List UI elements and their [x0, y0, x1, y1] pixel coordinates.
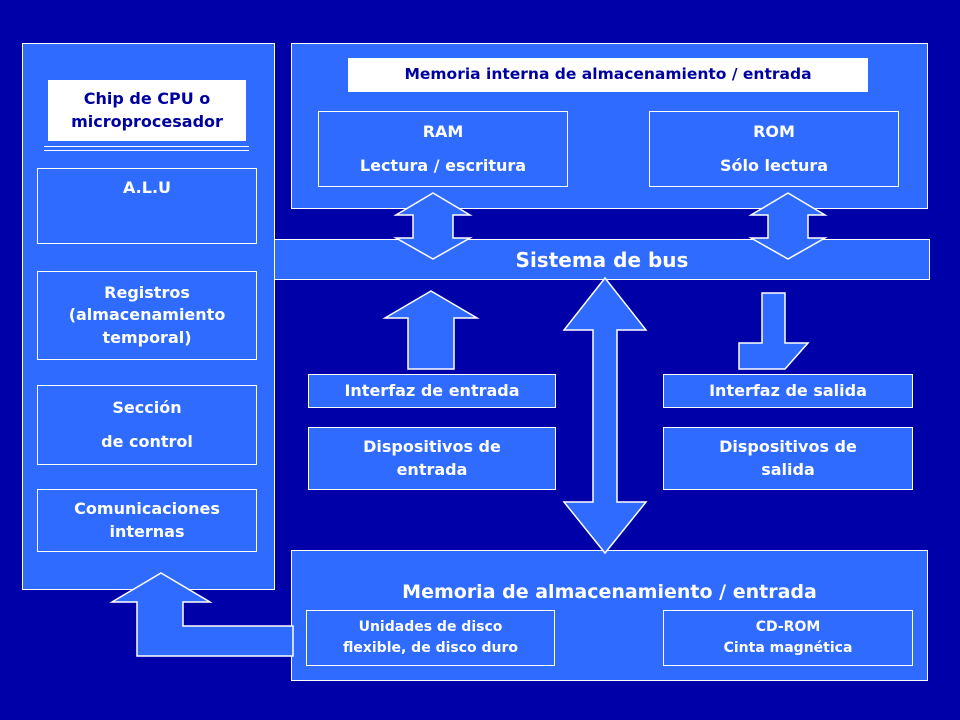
alu-label: A.L.U [122, 178, 172, 197]
cpu-chip-title-line-2: microprocesador [71, 111, 223, 131]
cdrom-line-2: Cinta magnética [723, 640, 853, 656]
bus-system-box: Sistema de bus [274, 239, 930, 280]
input-up-arrow [382, 290, 480, 370]
storage-memory-title: Memoria de almacenamiento / entrada [291, 581, 928, 603]
registers-label-line-3: temporal) [102, 327, 192, 347]
ram-bus-double-arrow [393, 192, 473, 260]
internal-memory-title: Memoria interna de almacenamiento / entr… [348, 58, 868, 92]
ram-label: RAM [422, 122, 464, 142]
input-devices-line-2: entrada [396, 459, 468, 479]
rom-label: ROM [753, 122, 795, 142]
input-devices-box: Dispositivos de entrada [308, 427, 556, 490]
internal-comms-box: Comunicaciones internas [37, 489, 257, 552]
ram-box: RAM Lectura / escritura [318, 111, 568, 187]
storage-cpu-arrow [109, 572, 294, 657]
control-label-line-1: Sección [112, 398, 182, 418]
cpu-title-underline [44, 146, 249, 151]
internal-comms-line-1: Comunicaciones [74, 499, 220, 519]
output-devices-line-1: Dispositivos de [719, 437, 857, 457]
control-section-box: Sección de control [37, 385, 257, 465]
input-interface-box: Interfaz de entrada [308, 374, 556, 408]
internal-comms-line-2: internas [109, 521, 185, 541]
rom-sub-label: Sólo lectura [719, 156, 829, 175]
output-interface-box: Interfaz de salida [663, 374, 913, 408]
registers-box: Registros (almacenamiento temporal) [37, 271, 257, 360]
cpu-chip-title-line-1: Chip de CPU o [83, 89, 211, 109]
output-interface-label: Interfaz de salida [709, 380, 867, 400]
cdrom-box: CD-ROM Cinta magnética [663, 610, 913, 666]
input-devices-line-1: Dispositivos de [363, 437, 501, 457]
cpu-chip-title: Chip de CPU o microprocesador [48, 80, 246, 141]
bus-storage-double-arrow [562, 276, 648, 555]
rom-box: ROM Sólo lectura [649, 111, 899, 187]
bus-label: Sistema de bus [515, 247, 689, 272]
disk-drives-line-1: Unidades de disco [358, 619, 503, 635]
output-down-arrow [738, 292, 810, 370]
registers-label-line-2: (almacenamiento [68, 305, 226, 325]
alu-box: A.L.U [37, 168, 257, 244]
control-label-line-2: de control [101, 432, 193, 451]
disk-drives-line-2: flexible, de disco duro [342, 640, 519, 656]
output-devices-box: Dispositivos de salida [663, 427, 913, 490]
ram-sub-label: Lectura / escritura [359, 156, 527, 175]
internal-memory-title-text: Memoria interna de almacenamiento / entr… [404, 65, 812, 84]
input-interface-label: Interfaz de entrada [344, 380, 520, 400]
cdrom-line-1: CD-ROM [755, 619, 821, 635]
output-devices-line-2: salida [761, 459, 815, 479]
rom-bus-double-arrow [748, 192, 828, 260]
disk-drives-box: Unidades de disco flexible, de disco dur… [306, 610, 555, 666]
storage-memory-title-text: Memoria de almacenamiento / entrada [402, 581, 817, 603]
registers-label-line-1: Registros [104, 282, 190, 302]
